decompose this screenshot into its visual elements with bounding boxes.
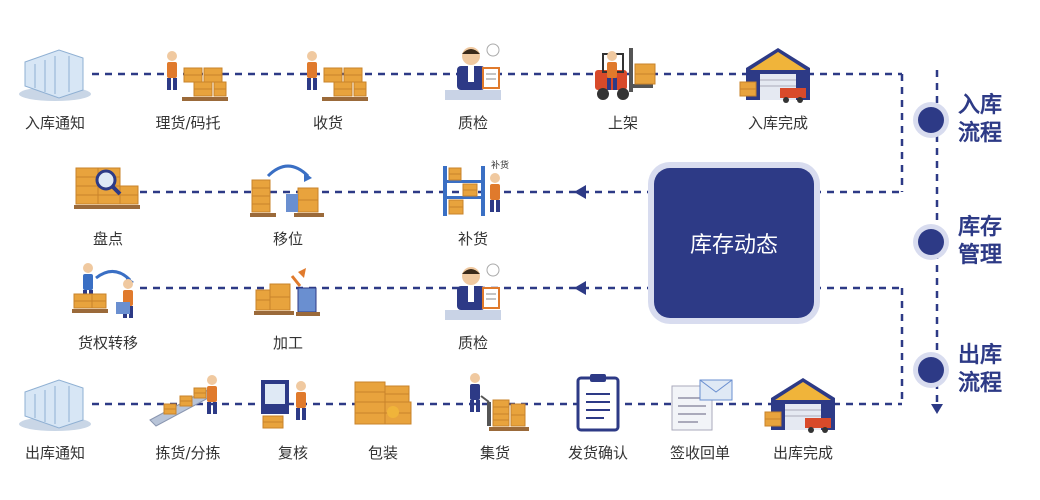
step-label: 出库完成 — [772, 444, 833, 462]
side-line-1: 入库 — [958, 93, 1003, 118]
step-label: 出库通知 — [24, 444, 85, 462]
side-line-2: 流程 — [958, 121, 1003, 146]
side-line-1: 出库 — [958, 343, 1003, 368]
inventory-arrow — [574, 185, 586, 199]
package-icon — [341, 372, 425, 436]
clipboard-icon — [556, 372, 640, 436]
step-label: 补货 — [457, 230, 488, 248]
inbound-step: 质检 — [418, 42, 528, 133]
inbound-step: 入库完成 — [723, 42, 833, 133]
inspector-icon — [431, 42, 515, 106]
receipt-icon — [658, 372, 742, 436]
conveyor-icon — [146, 372, 230, 436]
side-line-2: 管理 — [958, 243, 1003, 268]
outbound-step: 签收回单 — [645, 372, 755, 463]
outbound-step: 包装 — [328, 372, 438, 463]
outbound-step: 集货 — [440, 372, 550, 463]
step-label: 理货/码托 — [155, 114, 221, 132]
outbound-step: 拣货/分拣 — [133, 372, 243, 463]
step-label: 移位 — [272, 230, 303, 248]
side-label-inventory: 库存管理 — [918, 214, 1018, 270]
shelf-icon: 补货 — [431, 158, 515, 222]
step-label: 质检 — [457, 114, 488, 132]
inbound-step: 入库通知 — [0, 42, 110, 133]
step-label: 盘点 — [92, 230, 123, 248]
side-dot — [918, 107, 944, 133]
processing-step: 质检 — [418, 262, 528, 353]
step-label: 集货 — [479, 444, 510, 462]
inventory-step: 盘点 — [53, 158, 163, 249]
warehouse-icon — [736, 42, 820, 106]
side-dot — [918, 357, 944, 383]
outbound-step: 出库通知 — [0, 372, 110, 463]
step-label: 加工 — [272, 334, 303, 352]
inspector-icon — [431, 262, 515, 326]
processing-step: 货权转移 — [53, 262, 163, 353]
side-text: 出库流程 — [958, 342, 1018, 398]
inbound-step: 上架 — [568, 42, 678, 133]
warehouse-icon — [761, 372, 845, 436]
side-label-inbound: 入库流程 — [918, 92, 1018, 148]
step-label: 签收回单 — [669, 444, 730, 462]
step-label: 入库通知 — [24, 114, 85, 132]
forklift-icon — [581, 42, 665, 106]
cart-icon — [453, 372, 537, 436]
magnifier-boxes-icon — [66, 158, 150, 222]
process-icon — [246, 262, 330, 326]
building-icon — [13, 372, 97, 436]
processing-step: 加工 — [233, 262, 343, 353]
step-label: 质检 — [457, 334, 488, 352]
worker-boxes-icon — [286, 42, 370, 106]
worker-boxes-icon — [146, 42, 230, 106]
step-label: 拣货/分拣 — [155, 444, 221, 462]
step-label: 上架 — [607, 114, 638, 132]
checker-icon — [251, 372, 335, 436]
side-dot — [918, 229, 944, 255]
move-boxes-icon — [246, 158, 330, 222]
side-text: 入库流程 — [958, 92, 1018, 148]
outbound-step: 发货确认 — [543, 372, 653, 463]
side-label-outbound: 出库流程 — [918, 342, 1018, 398]
step-label: 货权转移 — [77, 334, 138, 352]
inventory-step: 移位 — [233, 158, 343, 249]
inbound-step: 理货/码托 — [133, 42, 243, 133]
hub-label: 库存动态 — [689, 233, 778, 258]
step-label: 发货确认 — [567, 444, 628, 462]
outbound-step: 出库完成 — [748, 372, 858, 463]
building-icon — [13, 42, 97, 106]
step-label: 复核 — [277, 444, 308, 462]
side-text: 库存管理 — [958, 214, 1018, 270]
side-line-1: 库存 — [958, 215, 1003, 240]
processing-arrow — [574, 281, 586, 295]
transfer-icon — [66, 262, 150, 326]
side-line-2: 流程 — [958, 371, 1003, 396]
inventory-step: 补货补货 — [418, 158, 528, 249]
step-label: 入库完成 — [747, 114, 808, 132]
inventory-dynamics-hub: 库存动态 — [654, 168, 814, 318]
outbound-step: 复核 — [238, 372, 348, 463]
inbound-step: 收货 — [273, 42, 383, 133]
timeline-arrow — [931, 404, 943, 414]
shelf-tag: 补货 — [491, 159, 509, 171]
step-label: 收货 — [312, 114, 343, 132]
step-label: 包装 — [367, 444, 398, 462]
